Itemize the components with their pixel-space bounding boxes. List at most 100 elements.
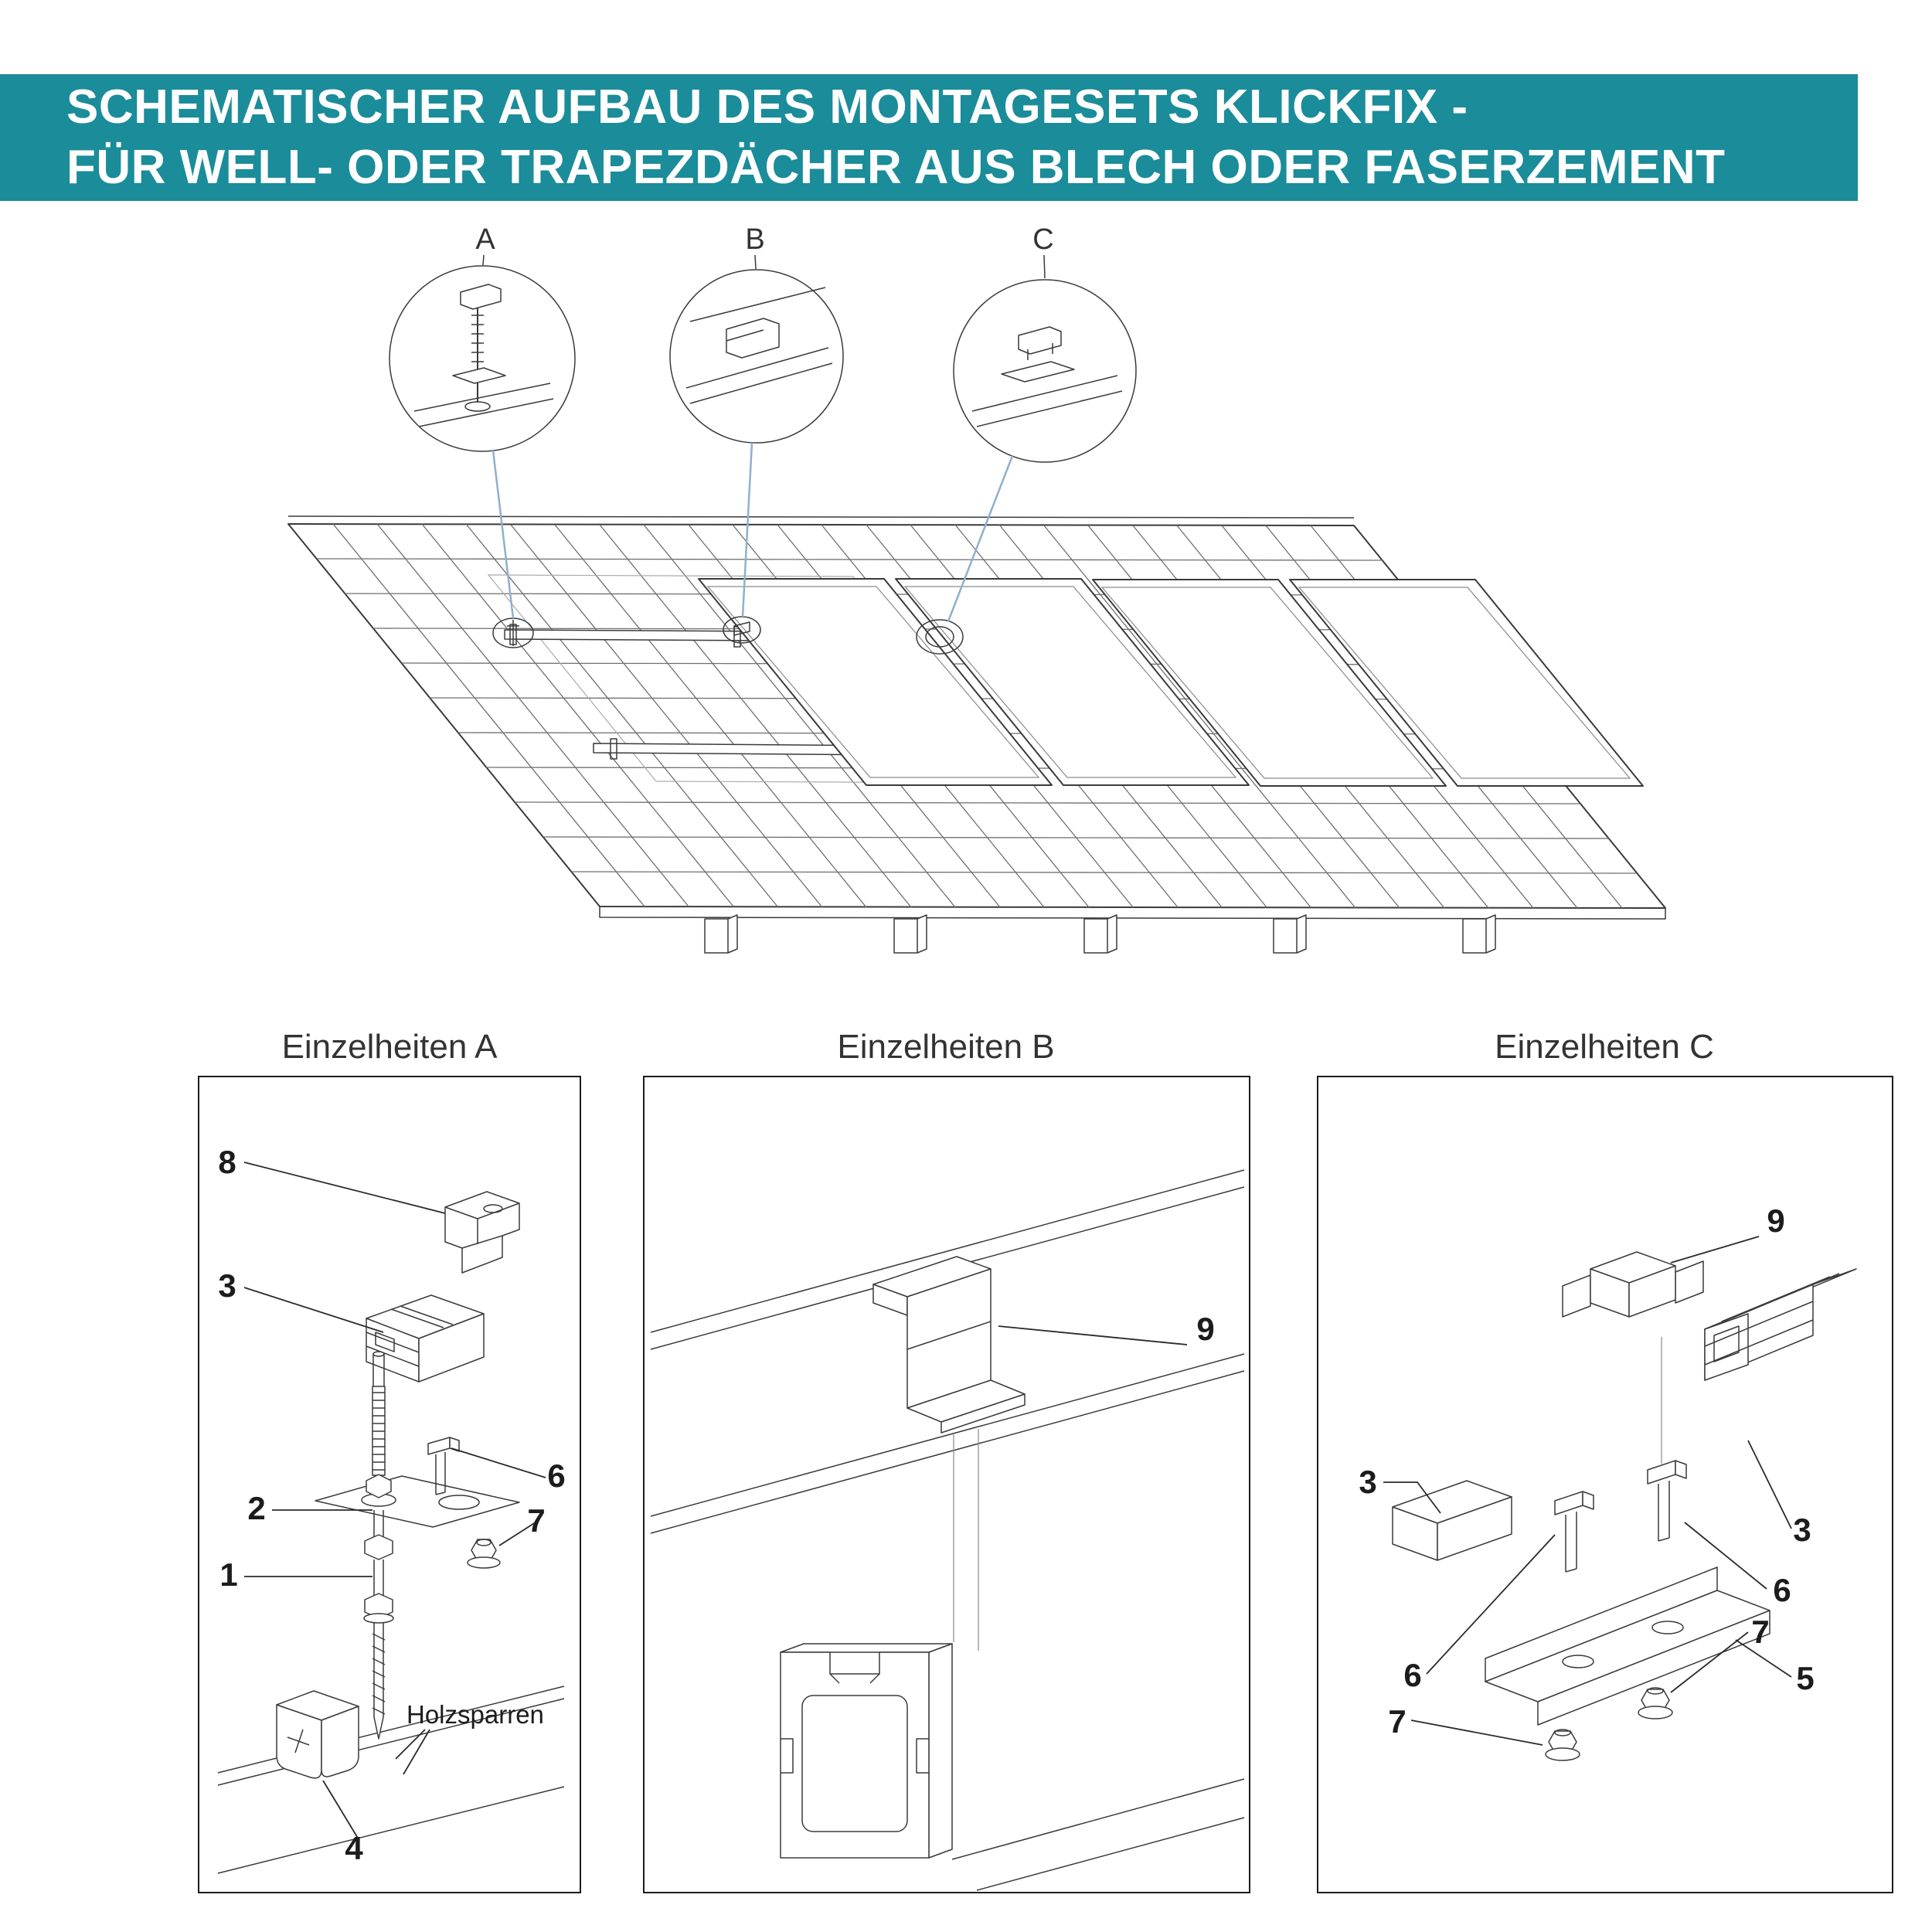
hanger-bolt — [363, 1351, 394, 1740]
left-rail-block — [1392, 1480, 1512, 1561]
end-clamp — [444, 1191, 520, 1274]
part-label-4: 4 — [345, 1830, 363, 1866]
part-label-6-left: 6 — [1403, 1657, 1421, 1693]
rail-cross-section — [780, 1643, 953, 1859]
roof-ridge-edge — [287, 515, 1355, 519]
panel-2 — [895, 578, 1250, 786]
callout-a-leader — [492, 450, 515, 619]
section-top-face — [780, 1643, 953, 1653]
bolt-right-head — [1647, 1460, 1676, 1485]
rail-end-cavity — [1713, 1325, 1740, 1362]
callout-b-label: B — [745, 223, 764, 256]
callout-b-glyph-connector-line — [726, 329, 764, 342]
lock-nut — [364, 1593, 393, 1619]
bolt-thread-ticks — [372, 1392, 385, 1471]
callout-c-leader — [947, 455, 1014, 622]
section-right-face — [928, 1643, 953, 1859]
upper-hex-nut — [366, 1474, 392, 1498]
callout-a-label: A — [475, 223, 495, 256]
callout-c-label: C — [1032, 223, 1053, 256]
wood-screw-threads — [372, 1633, 386, 1715]
bolt-left-head-side — [1582, 1491, 1594, 1510]
roof-eave-edge — [599, 906, 1666, 920]
part-label-5: 5 — [1796, 1660, 1814, 1696]
bolt-right-shaft — [1658, 1481, 1670, 1542]
nut-right-flange — [1638, 1706, 1673, 1719]
rafter-lines — [217, 1685, 565, 1874]
clamp-right-wing — [1675, 1260, 1704, 1304]
lower-rail-edges — [951, 1778, 1245, 1891]
rail-top-slot — [1721, 1273, 1840, 1322]
clamp-slot — [483, 1204, 503, 1213]
callout-b-circle — [669, 269, 844, 444]
lower-hex-nut — [364, 1534, 393, 1560]
rail-channel-lines — [1704, 1301, 1814, 1366]
middle-rail-edges — [650, 1353, 1245, 1534]
part-label-7: 7 — [527, 1502, 545, 1539]
leader-3-left — [1383, 1481, 1441, 1514]
leader-7-right — [1670, 1631, 1749, 1693]
section-slot-lips — [829, 1673, 880, 1684]
anchor-c-ring-inner — [925, 626, 954, 648]
callout-b-glyph-connector — [726, 318, 780, 359]
lock-nut-flange — [363, 1613, 394, 1624]
mid-clamp — [1562, 1251, 1704, 1318]
callout-a-glyph-roof — [413, 383, 554, 427]
panel-3 — [1092, 579, 1447, 787]
bolt-upper-stud — [372, 1354, 385, 1386]
panel-4 — [1289, 579, 1644, 787]
part-label-8: 8 — [218, 1144, 236, 1180]
detail-b-title: Einzelheiten B — [837, 1028, 1055, 1066]
bridge-near-wall — [1537, 1610, 1770, 1726]
part-label-9: 9 — [1767, 1202, 1784, 1239]
wood-screw-tip — [373, 1716, 384, 1740]
anchor-c-ring-outer — [916, 619, 964, 655]
cap-right-face — [321, 1706, 359, 1777]
rail-connector — [872, 1256, 1026, 1434]
bolt-left-shaft — [1565, 1512, 1577, 1573]
rail-top-slot — [390, 1305, 454, 1328]
callout-a-glyph-clamp — [460, 284, 502, 310]
part-label-7-right: 7 — [1751, 1614, 1769, 1650]
header-title-line1: SCHEMATISCHER AUFBAU DES MONTAGESETS KLI… — [66, 80, 1468, 134]
bolt-top-cap — [372, 1351, 385, 1357]
hammer-bolt — [427, 1437, 460, 1495]
panel-1 — [698, 578, 1053, 786]
leader-6-left — [1426, 1534, 1556, 1675]
rafter-posts — [704, 914, 1496, 954]
connector-foot-edge — [940, 1393, 1026, 1434]
bolt-left-head — [1554, 1491, 1583, 1515]
section-side-notches — [781, 1738, 929, 1774]
leader-holzsparren — [395, 1729, 430, 1775]
anchor-b-ring — [723, 616, 761, 644]
rafter-surface-lines — [217, 1685, 565, 1874]
hammer-bolt-right — [1647, 1460, 1687, 1542]
detail-c-drawing: 9 3 3 6 7 5 6 7 — [1359, 1202, 1857, 1761]
holzsparren-label: Holzsparren — [406, 1700, 544, 1729]
leader-6 — [451, 1447, 546, 1478]
bolt-lower-shaft — [373, 1560, 384, 1600]
detail-b-box: 9 — [643, 1076, 1250, 1893]
section-front — [780, 1651, 930, 1859]
flange-nut-top — [476, 1539, 492, 1546]
callout-b-leader — [741, 442, 753, 617]
clamp-left-wing — [1562, 1274, 1591, 1318]
cap-cross-slot — [287, 1729, 310, 1753]
adapter-plate — [315, 1475, 520, 1528]
callout-c — [953, 254, 1137, 463]
header-title-line2: FÜR WELL- ODER TRAPEZDÄCHER AUS BLECH OD… — [66, 141, 1726, 194]
rail-right-face — [418, 1313, 485, 1383]
nut-left-flange — [1545, 1747, 1580, 1761]
plate-slot-hole — [438, 1495, 480, 1510]
flange-nut — [467, 1539, 501, 1569]
detail-b-drawing: 9 — [650, 1169, 1245, 1891]
part-label-1: 1 — [219, 1556, 237, 1593]
rail-end-cavity — [375, 1332, 395, 1352]
cover-cap — [276, 1690, 359, 1779]
leaders-a — [243, 1162, 546, 1840]
leader-4 — [322, 1780, 359, 1840]
overview-illustration: A B C — [287, 223, 1666, 954]
bridge-hole-left — [1562, 1655, 1594, 1668]
callout-b-tick — [754, 254, 757, 270]
leader-9 — [1670, 1236, 1760, 1264]
